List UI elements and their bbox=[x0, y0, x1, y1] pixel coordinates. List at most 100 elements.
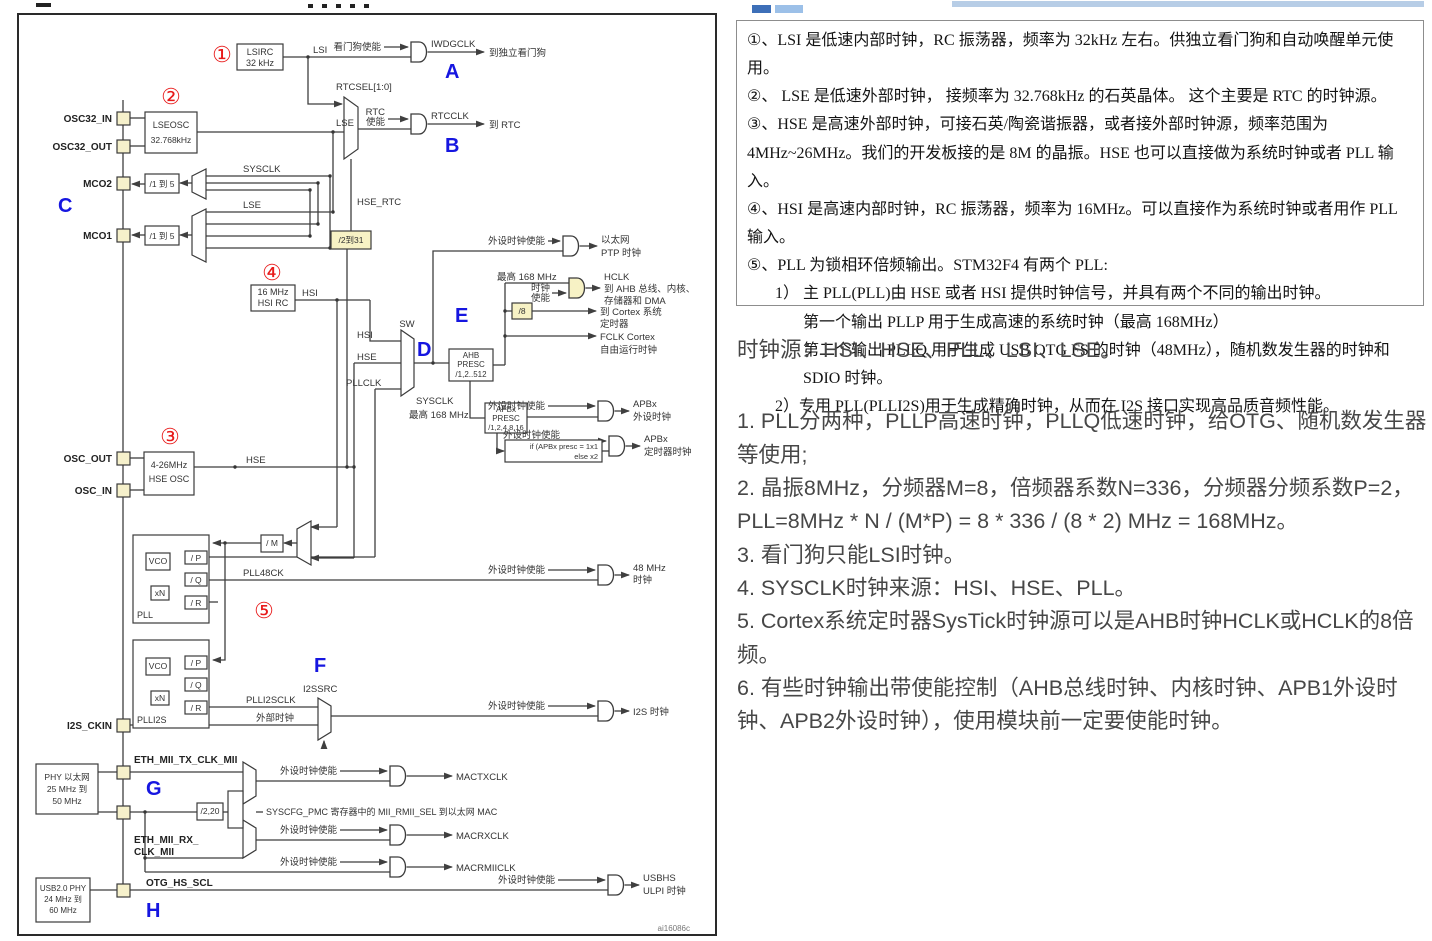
eth-phy-line2: 25 MHz 到 bbox=[47, 784, 87, 794]
extclk-label: 外部时钟 bbox=[256, 712, 294, 724]
to-iwdg-label: 到独立看门狗 bbox=[489, 47, 546, 59]
apbx-timer-enable-label: 外设时钟使能 bbox=[503, 429, 561, 441]
sw-pllclk-label: PLLCLK bbox=[346, 378, 382, 389]
pin-label-osc32-in: OSC32_IN bbox=[64, 114, 112, 125]
pin-label-osc32-out: OSC32_OUT bbox=[53, 142, 112, 153]
clock-notes-box: ①、LSI 是低速内部时钟，RC 振荡器，频率为 32kHz 左右。供独立看门狗… bbox=[736, 20, 1424, 415]
plli2s-divq-label: / Q bbox=[190, 680, 202, 690]
pll-divr-label: / R bbox=[191, 598, 202, 608]
summary-item-4: 4. SYSCLK时钟来源：HSI、HSE、PLL。 bbox=[737, 575, 1137, 600]
lsirc-line2: 32 kHz bbox=[246, 58, 275, 68]
mactx-mux bbox=[242, 760, 257, 806]
plli2s-vco-label: VCO bbox=[149, 661, 168, 671]
ahb-line3: /1,2..512 bbox=[455, 370, 487, 379]
rtc-divider-label: /2到31 bbox=[338, 235, 363, 245]
mco1-mux bbox=[191, 208, 207, 263]
eth-ptp-line2: PTP 时钟 bbox=[601, 247, 641, 259]
apbx-prescaler-box bbox=[484, 402, 528, 434]
decoration-blue-bar-1 bbox=[752, 5, 771, 13]
macrmii-enable-label: 外设时钟使能 bbox=[280, 856, 338, 868]
plli2s-divp-label: / P bbox=[191, 658, 202, 668]
pin-osc32-in bbox=[116, 111, 131, 126]
cortex-line1: 到 Cortex 系统 bbox=[600, 306, 662, 318]
i2ssrc-mux bbox=[317, 696, 332, 742]
ifbox-line2: else x2 bbox=[574, 452, 598, 461]
plli2s-divr-label: / R bbox=[191, 703, 202, 713]
mactxclk-label: MACTXCLK bbox=[456, 772, 508, 783]
syscfg-label: SYSCFG_PMC 寄存器中的 MII_RMII_SEL 到以太网 MAC bbox=[266, 806, 498, 817]
hclk-max-label: 最高 168 MHz bbox=[497, 271, 557, 283]
lse-mco-label: LSE bbox=[243, 200, 261, 211]
i2ssrc-label: I2SSRC bbox=[303, 684, 337, 695]
letter-c: C bbox=[58, 195, 72, 217]
note-hse: ③、HSE 是高速外部时钟，可接石英/陶瓷谐振器，或者接外部时钟源，频率范围为 … bbox=[747, 116, 1394, 190]
plli2s-divq-box bbox=[184, 677, 208, 692]
mco2-prescaler-box bbox=[144, 173, 180, 194]
div8-label: /8 bbox=[518, 306, 525, 316]
macrmiiclk-label: MACRMIICLK bbox=[456, 863, 516, 874]
lsirc-line1: LSIRC bbox=[247, 47, 274, 57]
usb-phy-line1: USB2.0 PHY bbox=[40, 884, 87, 893]
pin-osc-in bbox=[116, 483, 131, 498]
summary-item-3: 3. 看门狗只能LSI时钟。 bbox=[737, 542, 966, 567]
clk48-line1: 48 MHz bbox=[633, 563, 666, 574]
rtc-enable-label: 使能 bbox=[366, 116, 386, 128]
note-lse: ②、 LSE 是低速外部时钟， 接频率为 32.768kHz 的石英晶体。 这个… bbox=[747, 88, 1387, 106]
lsi-label: LSI bbox=[313, 45, 327, 56]
ahb-line2: PRESC bbox=[457, 360, 485, 369]
pll48ck-label: PLL48CK bbox=[243, 568, 284, 579]
eth-phy-line3: 50 MHz bbox=[52, 796, 81, 806]
plli2sclk-label: PLLI2SCLK bbox=[246, 695, 296, 706]
sysclk-label: SYSCLK bbox=[416, 396, 454, 407]
clk48-line2: 时钟 bbox=[633, 574, 652, 586]
apbx-periph-line1: APBx bbox=[633, 399, 657, 410]
usbhs-line2: ULPI 时钟 bbox=[643, 885, 686, 897]
rtcclk-label: RTCCLK bbox=[431, 111, 469, 122]
hsirc-line1: 16 MHz bbox=[257, 287, 289, 297]
apbx-timer-line2: 定时器时钟 bbox=[644, 446, 692, 458]
sysclk-mco-label: SYSCLK bbox=[243, 164, 281, 175]
plli2s-divr-box bbox=[184, 700, 208, 715]
sysclk-max-label: 最高 168 MHz bbox=[409, 409, 469, 421]
pll-divq-label: / Q bbox=[190, 575, 202, 585]
divm-label: / M bbox=[266, 538, 278, 548]
macrmii-and-gate bbox=[389, 856, 407, 878]
sysclk-sw-mux bbox=[400, 328, 415, 398]
apbx-periph-and-gate bbox=[597, 400, 615, 422]
note-pll: ⑤、PLL 为锁相环倍频输出。STM32F4 有两个 PLL: bbox=[747, 257, 1108, 275]
pll-divp-box bbox=[184, 550, 208, 565]
div220-box bbox=[196, 802, 224, 821]
letter-d: D bbox=[417, 339, 431, 361]
sw-hsi-label: HSI bbox=[357, 330, 373, 341]
pll-divq-box bbox=[184, 572, 208, 587]
pin-mco2 bbox=[116, 176, 131, 191]
ifbox-line1: if (APBx presc = 1x1 bbox=[530, 442, 598, 451]
pin-i2s-ckin bbox=[116, 718, 131, 733]
pll-divm-box bbox=[260, 534, 284, 553]
hse-rtc-label: HSE_RTC bbox=[357, 197, 401, 208]
decoration-blue-bar-2 bbox=[775, 5, 803, 13]
usbhs-and-gate bbox=[607, 874, 625, 896]
hsi-label: HSI bbox=[302, 288, 318, 299]
sw-hse-label: HSE bbox=[357, 352, 377, 363]
rtcsel-label: RTCSEL[1:0] bbox=[336, 82, 392, 93]
mco2-prescaler-label: /1 到 5 bbox=[149, 179, 174, 189]
pll-source-mux bbox=[296, 519, 312, 567]
eth-ptp-line1: 以太网 bbox=[601, 234, 630, 246]
hclk-line3: 存储器和 DMA bbox=[604, 295, 666, 307]
pin-mco1 bbox=[116, 228, 131, 243]
rtc-and-gate bbox=[410, 113, 428, 135]
plli2s-label: PLLI2S bbox=[137, 715, 167, 725]
pin-label-osc-out: OSC_OUT bbox=[64, 454, 112, 465]
pll-divr-box bbox=[184, 595, 208, 610]
mactx-and-gate bbox=[389, 765, 407, 787]
apbx-line1: APBx bbox=[496, 405, 516, 414]
plli2s-xn-label: xN bbox=[155, 693, 165, 703]
iwdgclk-label: IWDGCLK bbox=[431, 39, 476, 50]
hclk-line1: HCLK bbox=[604, 272, 630, 283]
eth-phy-box bbox=[35, 763, 99, 815]
pll-label: PLL bbox=[137, 610, 153, 620]
pin-label-osc-in: OSC_IN bbox=[75, 486, 112, 497]
pin-eth-rx bbox=[116, 805, 131, 820]
note-pll-main: 1） 主 PLL(PLL)由 HSE 或者 HSI 提供时钟信号，并具有两个不同… bbox=[775, 285, 1331, 303]
